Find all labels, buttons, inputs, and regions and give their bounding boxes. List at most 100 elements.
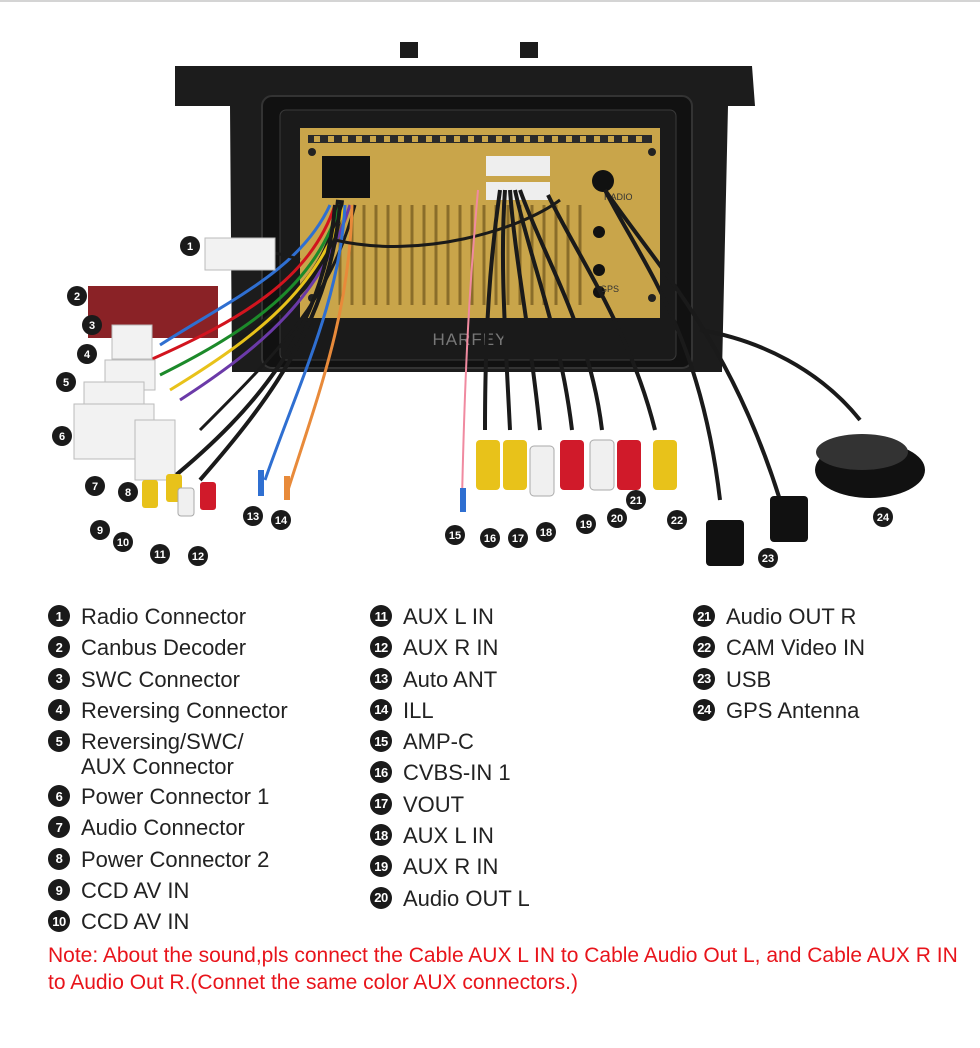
canbus-decoder (88, 286, 218, 338)
svg-text:14: 14 (275, 515, 288, 527)
svg-text:22: 22 (671, 515, 683, 527)
legend-number-badge: 11 (370, 605, 392, 627)
legend-number-badge: 16 (370, 761, 392, 784)
callout-4: 4 (77, 344, 97, 364)
svg-text:19: 19 (580, 519, 592, 531)
radio-port-label: RADIO (604, 192, 633, 202)
left-connectors (73, 237, 276, 481)
legend-item: 11 AUX L IN (370, 604, 530, 635)
callout-19: 19 (576, 514, 596, 534)
legend-label: VOUT (403, 791, 465, 817)
legend-item: 20 Audio OUT L (370, 886, 530, 917)
svg-text:12: 12 (192, 551, 204, 563)
svg-text:2: 2 (74, 291, 80, 303)
callout-15: 15 (445, 525, 465, 545)
brand-watermark: HARFEY (433, 330, 508, 349)
legend-number-badge: 8 (48, 847, 70, 870)
callout-21: 21 (626, 490, 646, 510)
legend-label: AUX L IN (403, 604, 494, 629)
legend-number-badge: 2 (48, 636, 70, 659)
legend-number-badge: 21 (693, 605, 715, 627)
callout-12: 12 (188, 546, 208, 566)
legend-number-badge: 6 (48, 785, 70, 808)
callout-23: 23 (758, 548, 778, 568)
legend-label: CVBS-IN 1 (403, 760, 511, 786)
legend-label: Audio OUT R (726, 604, 857, 629)
callout-5: 5 (56, 372, 76, 392)
svg-text:8: 8 (125, 487, 131, 499)
legend-number-badge: 12 (370, 636, 392, 659)
legend-number-badge: 14 (370, 698, 392, 721)
callout-markers: 1 2 3 4 5 6 7 8 9 10 11 12 13 14 15 16 1… (52, 236, 893, 568)
callout-16: 16 (480, 528, 500, 548)
legend-label: CCD AV IN (81, 909, 190, 935)
svg-text:15: 15 (449, 530, 461, 542)
svg-text:10: 10 (117, 537, 129, 549)
svg-text:1: 1 (187, 241, 193, 253)
callout-14: 14 (271, 510, 291, 530)
legend-number-badge: 4 (48, 698, 70, 721)
legend-number-badge: 20 (370, 886, 392, 909)
callout-11: 11 (150, 544, 170, 564)
callout-17: 17 (508, 528, 528, 548)
legend-label: Canbus Decoder (81, 635, 247, 661)
svg-text:9: 9 (97, 525, 103, 537)
legend-item: 2 Canbus Decoder (48, 635, 288, 666)
svg-text:11: 11 (154, 549, 166, 561)
legend-item: 10 CCD AV IN (48, 909, 288, 940)
legend-label: USB (726, 666, 772, 692)
svg-text:17: 17 (512, 533, 524, 545)
svg-text:3: 3 (89, 320, 95, 332)
callout-9: 9 (90, 520, 110, 540)
left-rca-plugs (142, 470, 290, 517)
svg-text:7: 7 (92, 481, 98, 493)
legend-label: Reversing/SWC/ AUX Connector (81, 729, 244, 780)
legend-label: AUX L IN (403, 823, 494, 849)
svg-text:13: 13 (247, 511, 259, 523)
svg-text:21: 21 (630, 495, 642, 507)
legend-number-badge: 10 (48, 910, 70, 933)
top-divider (0, 0, 980, 2)
legend-item: 7 Audio Connector (48, 815, 288, 846)
legend-number-badge: 23 (693, 667, 715, 690)
legend-number-badge: 17 (370, 792, 392, 815)
svg-text:18: 18 (540, 527, 552, 539)
legend-item: 13 Auto ANT (370, 667, 530, 698)
legend-number-badge: 13 (370, 667, 392, 690)
legend-label: AUX R IN (403, 854, 499, 880)
legend-label: Audio OUT L (403, 885, 530, 911)
svg-text:20: 20 (611, 513, 623, 525)
legend-label: CAM Video IN (726, 635, 865, 661)
legend-label: Audio Connector (81, 815, 245, 841)
callout-1: 1 (180, 236, 200, 256)
gps-port-label: GPS (600, 284, 619, 294)
legend-label: Power Connector 2 (81, 846, 270, 872)
legend-item: 6 Power Connector 1 (48, 784, 288, 815)
callout-10: 10 (113, 532, 133, 552)
legend-number-badge: 18 (370, 824, 392, 847)
legend-item: 21 Audio OUT R (693, 604, 865, 635)
legend-label: Auto ANT (403, 666, 498, 692)
usb-connectors (706, 496, 808, 566)
legend-number-badge: 7 (48, 816, 70, 839)
svg-text:4: 4 (84, 349, 91, 361)
callout-8: 8 (118, 482, 138, 502)
callout-20: 20 (607, 508, 627, 528)
legend-label: Reversing Connector (81, 697, 288, 723)
center-rca-plugs (460, 439, 677, 512)
callout-3: 3 (82, 315, 102, 335)
legend-label: Power Connector 1 (81, 784, 270, 810)
svg-text:23: 23 (762, 553, 774, 565)
legend-number-badge: 9 (48, 879, 70, 902)
svg-text:6: 6 (59, 431, 65, 443)
callout-6: 6 (52, 426, 72, 446)
legend-label: AMP-C (403, 729, 474, 755)
